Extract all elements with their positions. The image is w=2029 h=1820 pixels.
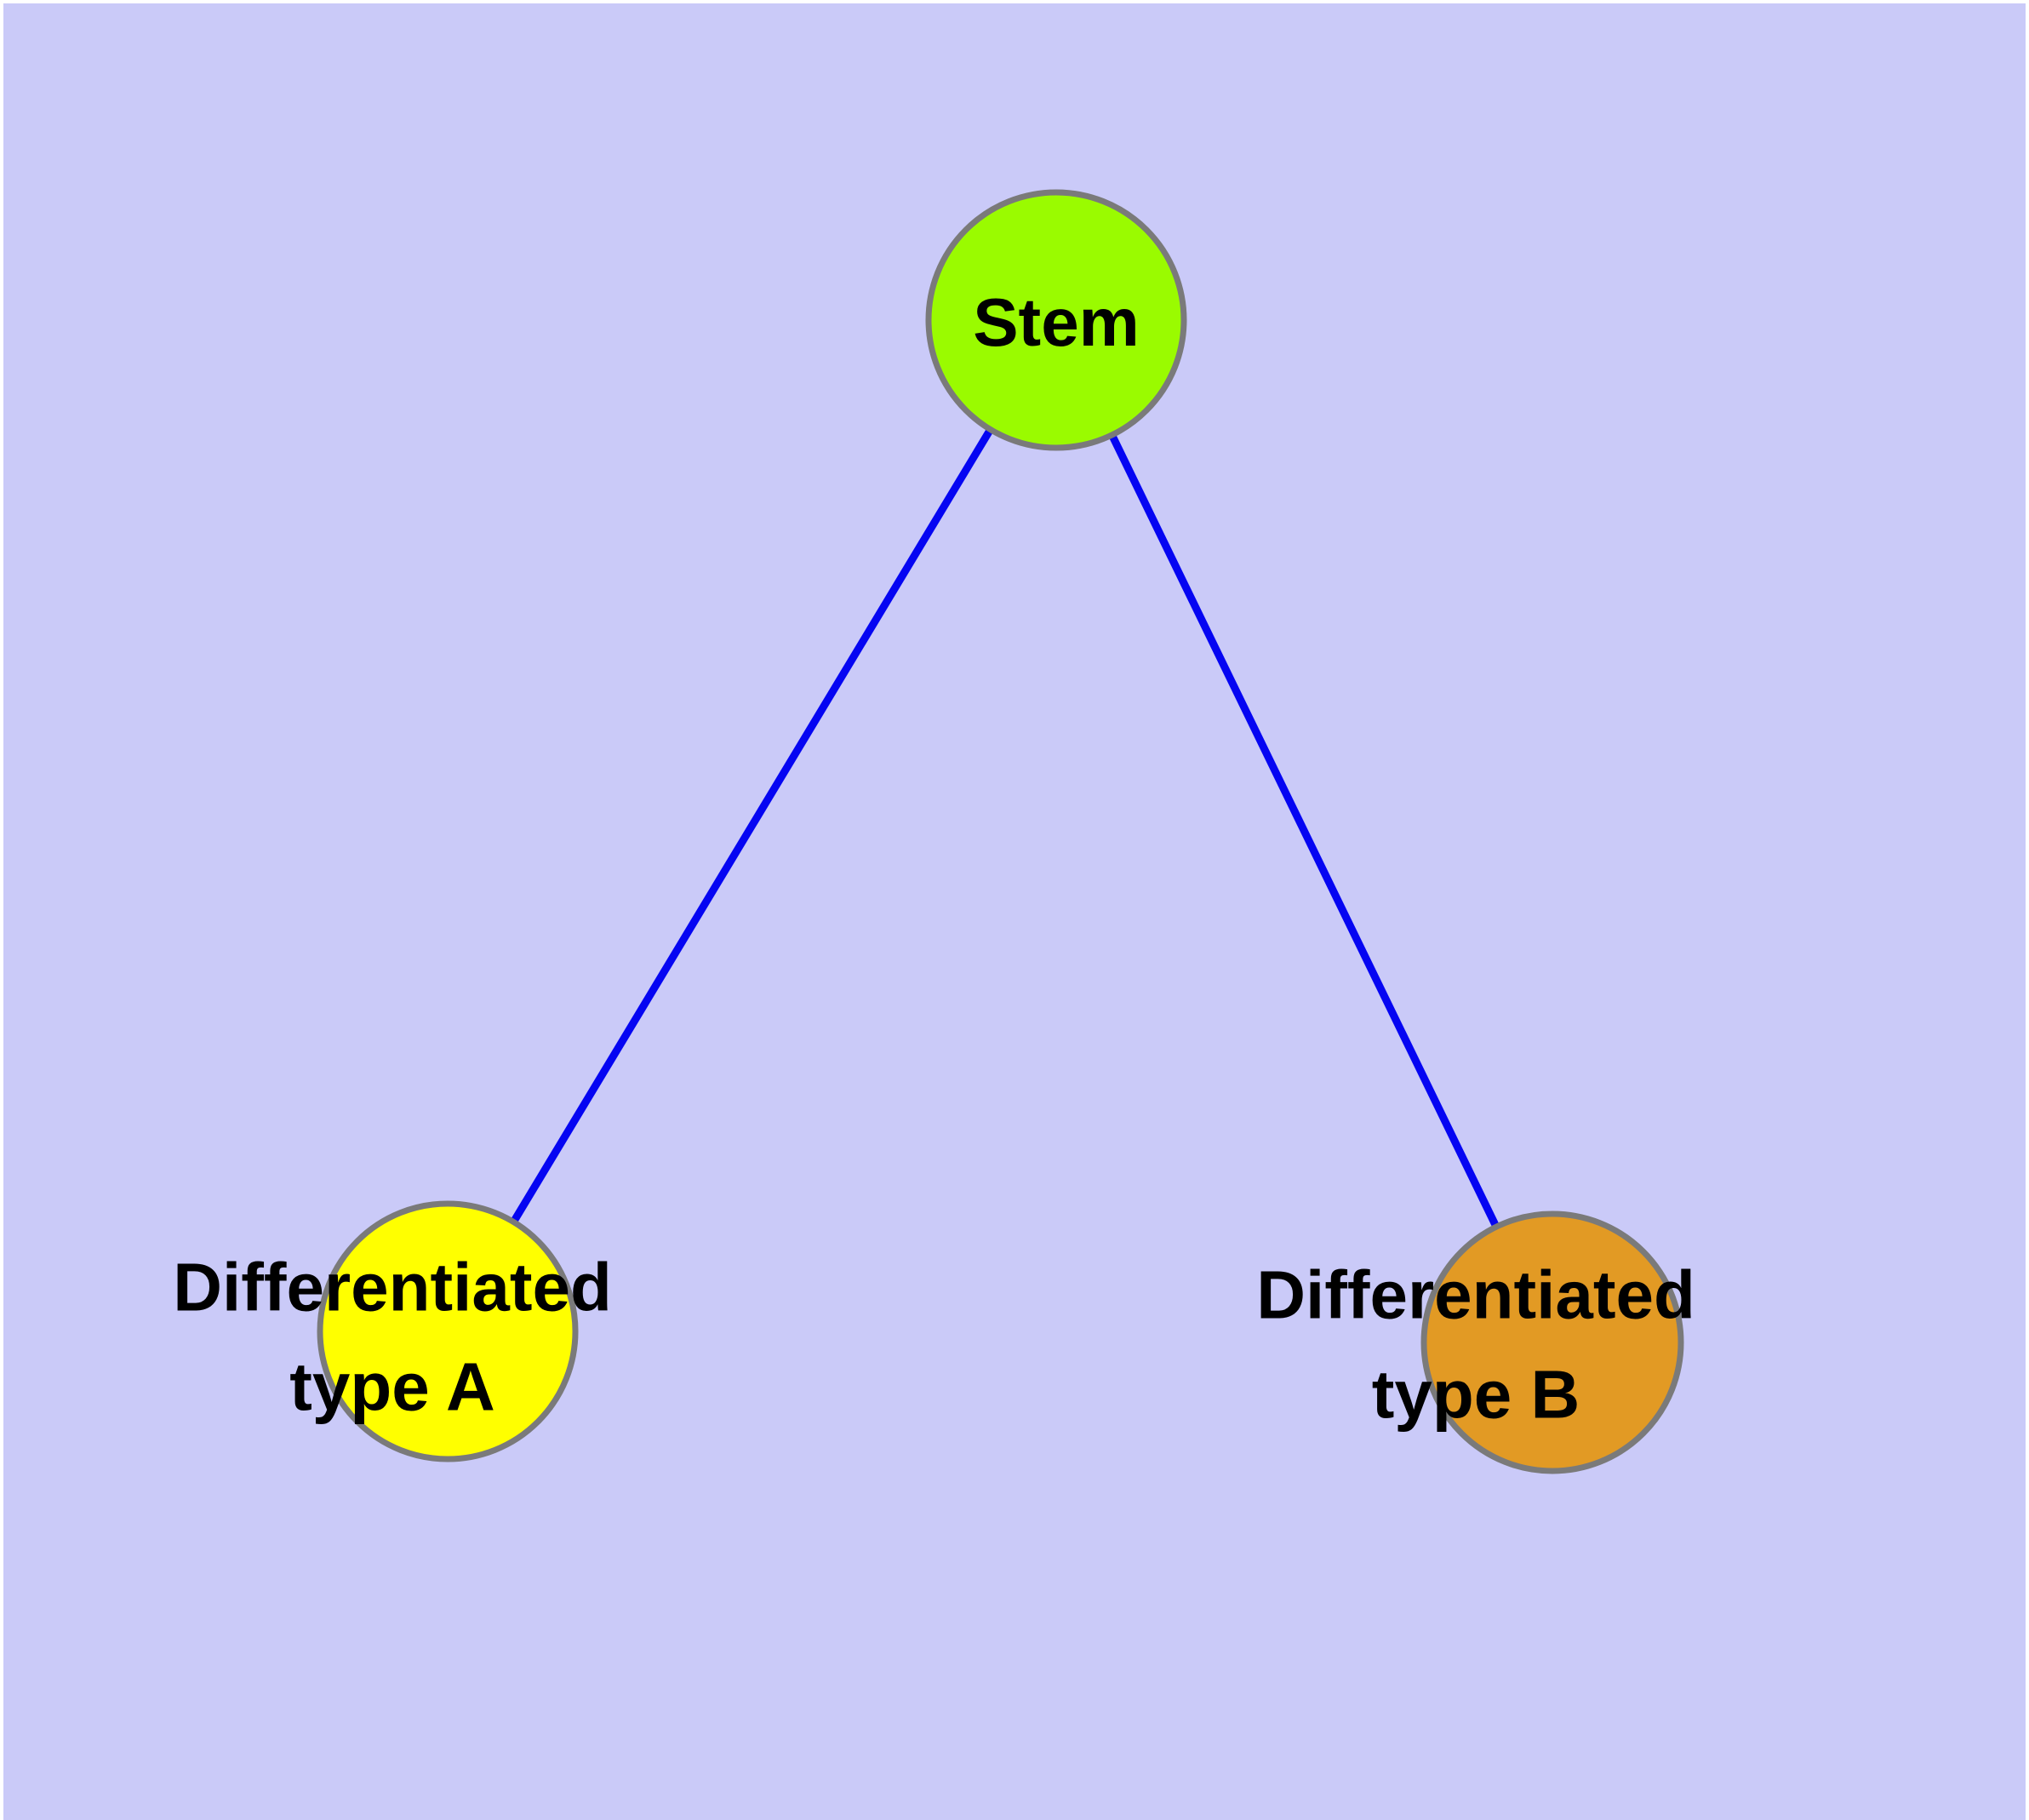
edge-stem-to-differentiated-type-a: [444, 318, 1060, 1334]
edge-stem-to-differentiated-type-b: [1052, 318, 1557, 1344]
node-differentiated-type-a: [317, 1200, 579, 1462]
node-stem: [925, 189, 1187, 451]
node-differentiated-type-b: [1420, 1210, 1684, 1474]
node-label-stem: Stem: [973, 284, 1140, 360]
